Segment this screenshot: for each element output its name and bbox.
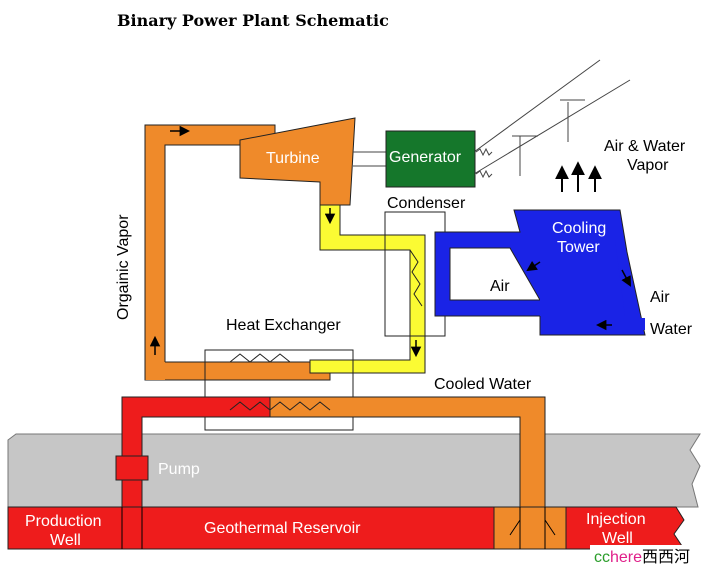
air-water-vapor-label-1: Air & Water (604, 138, 686, 155)
watermark-part-1: cc (594, 549, 610, 566)
geothermal-reservoir-label: Geothermal Reservoir (204, 520, 361, 537)
heat-exchanger-label: Heat Exchanger (226, 317, 341, 334)
turbine-shaft (353, 151, 386, 167)
pump: Pump (115, 455, 200, 481)
cooling-tower: Cooling Tower (434, 209, 646, 336)
cooled-water-label: Cooled Water (434, 376, 532, 393)
injection-well-label-1: Injection (586, 511, 646, 528)
production-well-label-2: Well (50, 532, 81, 549)
geothermal-fluid-loop (121, 396, 546, 508)
turbine-label: Turbine (266, 150, 320, 167)
production-well-label-1: Production (25, 513, 102, 530)
water-label: Water (650, 321, 693, 338)
vapor-arrows (555, 161, 602, 192)
air-left-label: Air (490, 278, 510, 295)
svg-text:cchere西西河: cchere西西河 (594, 548, 690, 566)
organic-vapor-label: Orgainic Vapor (115, 214, 132, 320)
cooling-tower-label-1: Cooling (552, 220, 606, 237)
power-lines (473, 59, 631, 179)
watermark-part-2: here (610, 549, 642, 566)
ground-layer (7, 433, 701, 508)
generator-label: Generator (389, 149, 462, 166)
air-right-label: Air (650, 289, 670, 306)
cooling-tower-label-2: Tower (557, 239, 600, 256)
geothermal-reservoir (7, 506, 685, 550)
heat-exchanger: Heat Exchanger (204, 317, 354, 431)
watermark: cchere西西河 (590, 545, 714, 567)
watermark-part-3: 西西河 (642, 548, 690, 566)
condenser-label: Condenser (387, 195, 466, 212)
injection-well-label-2: Well (602, 530, 633, 547)
working-fluid-loop (309, 204, 426, 374)
air-water-vapor-label-2: Vapor (627, 157, 669, 174)
generator: Generator (385, 130, 476, 188)
well-lines (121, 507, 556, 549)
pump-label: Pump (158, 461, 200, 478)
organic-vapor-loop (144, 124, 331, 381)
diagram-title: Binary Power Plant Schematic (117, 11, 389, 30)
